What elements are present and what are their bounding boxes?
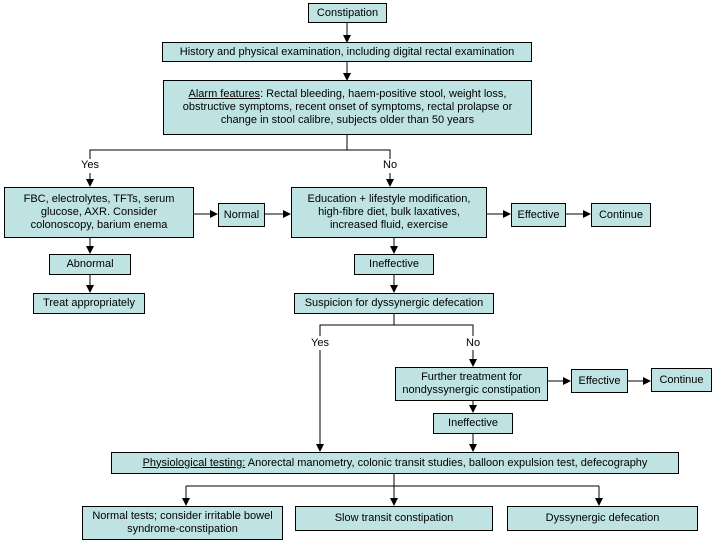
effective-box-2: Effective: [571, 369, 628, 393]
alarm-features-body: : Rectal bleeding, haem-positive stool, …: [182, 88, 513, 126]
treat-text: Treat appropriately: [43, 297, 135, 309]
normal-tests-text: Normal tests; consider irritable bowel s…: [92, 510, 273, 535]
treat-box: Treat appropriately: [33, 293, 145, 314]
slow-transit-text: Slow transit constipation: [334, 512, 454, 524]
abnormal-text: Abnormal: [66, 258, 114, 270]
physiological-testing-body: Anorectal manometry, colonic transit stu…: [245, 456, 648, 469]
effective-text-1: Effective: [517, 208, 560, 221]
yes-label-2: Yes: [309, 337, 331, 350]
ineffective-text-1: Ineffective: [369, 258, 419, 270]
ineffective-box-1: Ineffective: [354, 254, 434, 275]
investigations-box: FBC, electrolytes, TFTs, serum glucose, …: [4, 187, 194, 238]
history-box: History and physical examination, includ…: [162, 42, 532, 62]
split-physio-results: [186, 474, 599, 487]
continue-box-1: Continue: [591, 203, 651, 227]
dyssynergic-box: Dyssynergic defecation: [507, 506, 698, 531]
split-yes-no-2: [319, 314, 474, 336]
constipation-text: Constipation: [316, 6, 379, 19]
normal-text: Normal: [223, 208, 260, 221]
normal-tests-box: Normal tests; consider irritable bowel s…: [82, 506, 283, 540]
physiological-testing-text: Physiological testing: Anorectal manomet…: [143, 457, 648, 470]
no-label-2: No: [464, 337, 483, 350]
effective-text-2: Effective: [578, 374, 621, 387]
alarm-features-text: Alarm features: Rectal bleeding, haem-po…: [167, 88, 528, 127]
physiological-testing-title: Physiological testing:: [142, 456, 246, 469]
yes-label-1: Yes: [79, 159, 101, 172]
further-treatment-text: Further treatment for nondyssynergic con…: [402, 371, 541, 396]
further-treatment-box: Further treatment for nondyssynergic con…: [395, 367, 548, 401]
continue-text-1: Continue: [598, 208, 644, 221]
physiological-testing-box: Physiological testing: Anorectal manomet…: [111, 452, 679, 474]
education-box: Education + lifestyle modification, high…: [291, 187, 487, 238]
normal-box: Normal: [218, 203, 265, 227]
abnormal-box: Abnormal: [49, 254, 131, 275]
ineffective-text-2: Ineffective: [448, 417, 498, 429]
continue-text-2: Continue: [659, 373, 704, 386]
alarm-features-box: Alarm features: Rectal bleeding, haem-po…: [163, 80, 532, 135]
no-label-1: No: [381, 159, 400, 172]
alarm-features-title: Alarm features: [188, 88, 261, 100]
effective-box-1: Effective: [511, 203, 566, 227]
suspicion-text: Suspicion for dyssynergic defecation: [304, 297, 484, 309]
continue-box-2: Continue: [651, 368, 712, 392]
slow-transit-box: Slow transit constipation: [295, 506, 493, 531]
investigations-text: FBC, electrolytes, TFTs, serum glucose, …: [23, 193, 175, 231]
suspicion-box: Suspicion for dyssynergic defecation: [294, 293, 494, 314]
history-text: History and physical examination, includ…: [179, 45, 515, 58]
split-yes-no: [89, 135, 391, 160]
education-text: Education + lifestyle modification, high…: [307, 193, 471, 231]
ineffective-box-2: Ineffective: [433, 413, 513, 434]
constipation-box: Constipation: [308, 3, 387, 23]
dyssynergic-text: Dyssynergic defecation: [545, 512, 660, 524]
